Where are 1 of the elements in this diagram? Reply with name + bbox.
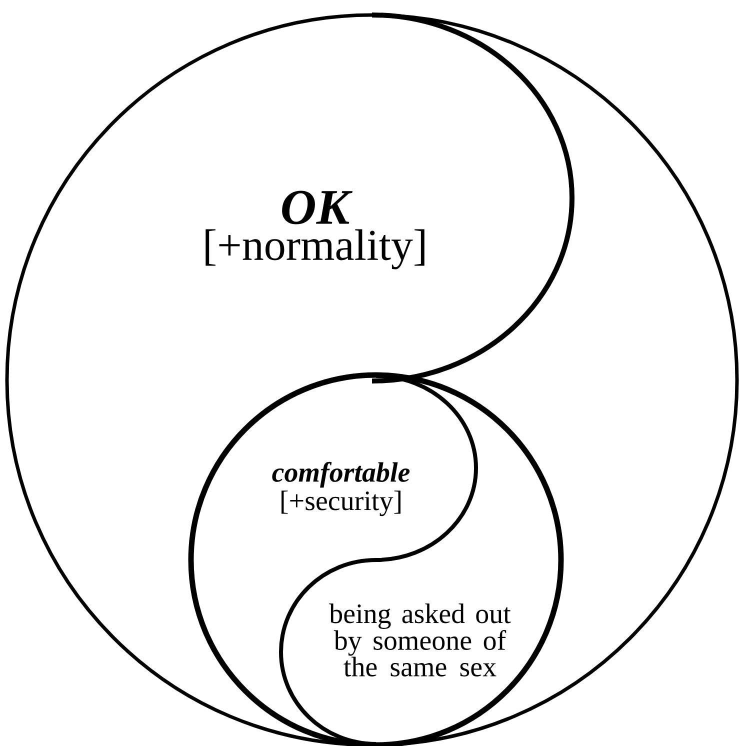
region-text: being asked out by someone of the same sex bbox=[329, 604, 511, 676]
